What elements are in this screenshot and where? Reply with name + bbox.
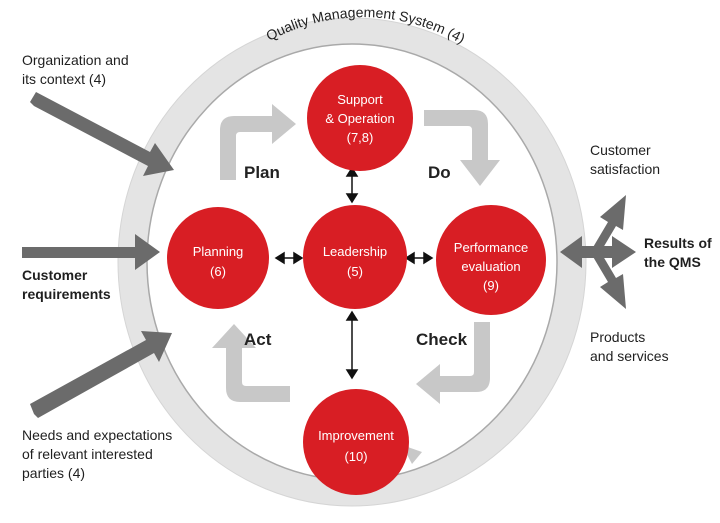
phase-do: Do xyxy=(428,163,451,182)
needs-label: Needs and expectations of relevant inter… xyxy=(22,426,172,483)
customer-requirements-arrow xyxy=(22,234,160,270)
planning-clause: (6) xyxy=(210,264,226,279)
act-arrow xyxy=(212,324,290,402)
leadership-connectors xyxy=(274,166,434,380)
org-context-arrow xyxy=(30,92,174,176)
results-line2: the QMS xyxy=(644,254,701,270)
support-label-2: & Operation xyxy=(325,111,394,126)
phase-check: Check xyxy=(416,330,468,349)
products-line1: Products xyxy=(590,329,646,345)
node-improvement: Improvement (10) xyxy=(303,389,409,495)
node-support: Support & Operation (7,8) xyxy=(307,65,413,171)
customer-satisfaction-arrow xyxy=(592,195,626,253)
customer-satisfaction-line2: satisfaction xyxy=(590,161,661,177)
needs-line2: of relevant interested xyxy=(22,446,153,462)
needs-line1: Needs and expectations xyxy=(22,427,173,443)
leadership-clause: (5) xyxy=(347,264,363,279)
performance-label: Performance xyxy=(454,240,528,255)
products-line2: and services xyxy=(590,348,669,364)
input-arrows xyxy=(22,92,174,418)
customer-requirements-label: Customer requirements xyxy=(22,266,111,304)
node-planning: Planning (6) xyxy=(167,207,269,309)
phase-plan: Plan xyxy=(244,163,280,182)
org-context-line2: its context (4) xyxy=(22,71,107,87)
customer-requirements-line1: Customer xyxy=(22,267,88,283)
support-label: Support xyxy=(337,92,383,107)
do-arrow xyxy=(424,110,500,186)
performance-label-2: evaluation xyxy=(461,259,520,274)
improvement-clause: (10) xyxy=(344,449,367,464)
phase-act: Act xyxy=(244,330,272,349)
improvement-label: Improvement xyxy=(318,428,394,443)
needs-line3: parties (4) xyxy=(22,465,86,481)
node-leadership: Leadership (5) xyxy=(303,205,407,309)
plan-arrow xyxy=(220,104,296,180)
products-label: Products and services xyxy=(590,328,669,366)
results-line1: Results of xyxy=(644,235,712,251)
support-clause: (7,8) xyxy=(347,130,374,145)
performance-clause: (9) xyxy=(483,278,499,293)
qms-inner-ring-line xyxy=(117,17,587,507)
planning-label: Planning xyxy=(193,244,244,259)
customer-requirements-line2: requirements xyxy=(22,286,111,302)
check-arrow xyxy=(416,322,490,404)
org-context-label: Organization and its context (4) xyxy=(22,51,129,89)
customer-satisfaction-line1: Customer xyxy=(590,142,651,158)
customer-satisfaction-label: Customer satisfaction xyxy=(590,141,660,179)
needs-arrow xyxy=(30,331,172,418)
results-label: Results of the QMS xyxy=(644,234,712,272)
node-performance: Performance evaluation (9) xyxy=(436,205,546,315)
products-arrow xyxy=(592,251,626,309)
org-context-line1: Organization and xyxy=(22,52,129,68)
output-arrows xyxy=(560,195,636,309)
leadership-label: Leadership xyxy=(323,244,387,259)
